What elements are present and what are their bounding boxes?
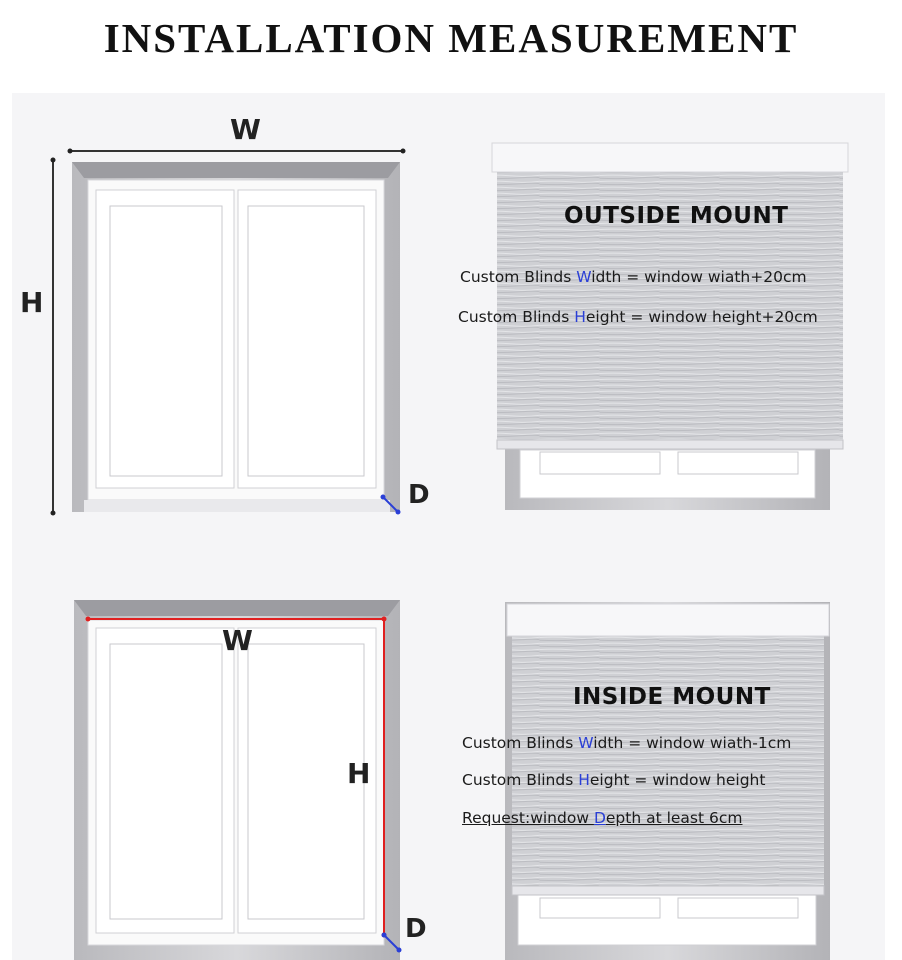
page-title: INSTALLATION MEASUREMENT (103, 15, 799, 61)
bottom-width-label: W (222, 624, 253, 657)
top-height-label: H (20, 286, 44, 319)
bottom-depth-label: D (405, 914, 427, 944)
inside-height-formula: Custom Blinds Height = window height (462, 771, 766, 789)
inside-mount-illustration (505, 602, 830, 960)
inside-depth-request: Request:window Depth at least 6cm (462, 809, 743, 827)
top-window (72, 162, 400, 512)
inside-mount-heading: INSIDE MOUNT (573, 684, 771, 710)
outside-mount-heading: OUTSIDE MOUNT (564, 203, 789, 229)
outside-width-formula: Custom Blinds Width = window wiath+20cm (460, 268, 807, 286)
outside-mount-illustration (491, 142, 849, 510)
top-width-measure (67, 148, 406, 154)
bottom-width-measure (85, 616, 387, 622)
bottom-depth-measure (381, 932, 402, 953)
top-height-measure (50, 157, 56, 516)
top-width-label: W (230, 113, 261, 146)
top-depth-label: D (408, 480, 430, 510)
outside-height-formula: Custom Blinds Height = window height+20c… (458, 308, 818, 326)
inside-width-formula: Custom Blinds Width = window wiath-1cm (462, 734, 792, 752)
bottom-window (74, 600, 400, 960)
bottom-height-label: H (347, 757, 371, 790)
top-depth-measure (380, 494, 401, 515)
